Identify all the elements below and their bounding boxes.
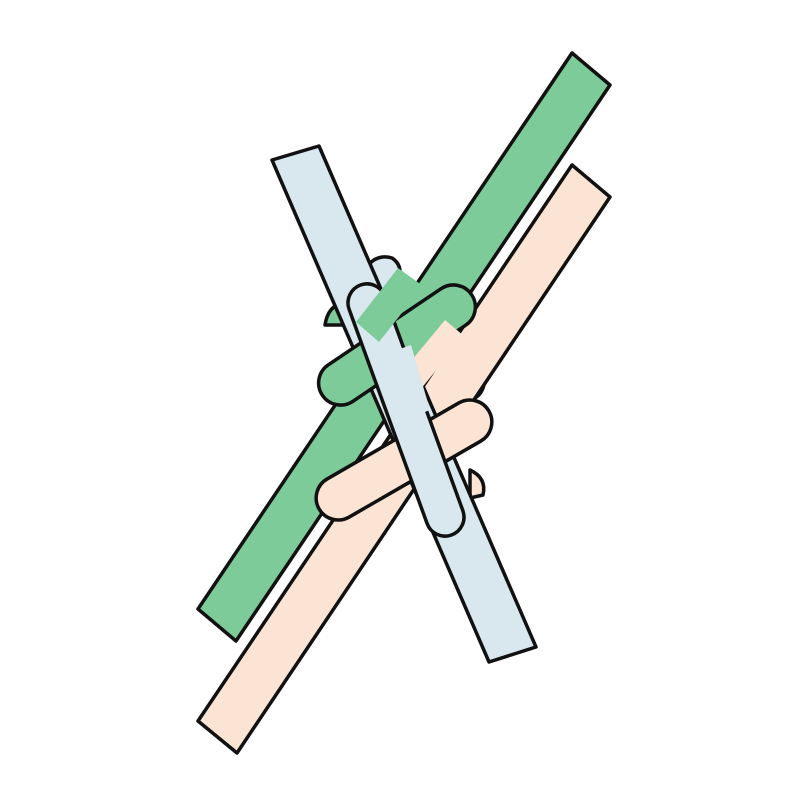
blue-bar-overlap	[383, 345, 430, 420]
green-bar-overlap	[356, 268, 423, 342]
peach-pill-back-right	[468, 468, 486, 500]
weave-overlaps	[356, 268, 464, 420]
